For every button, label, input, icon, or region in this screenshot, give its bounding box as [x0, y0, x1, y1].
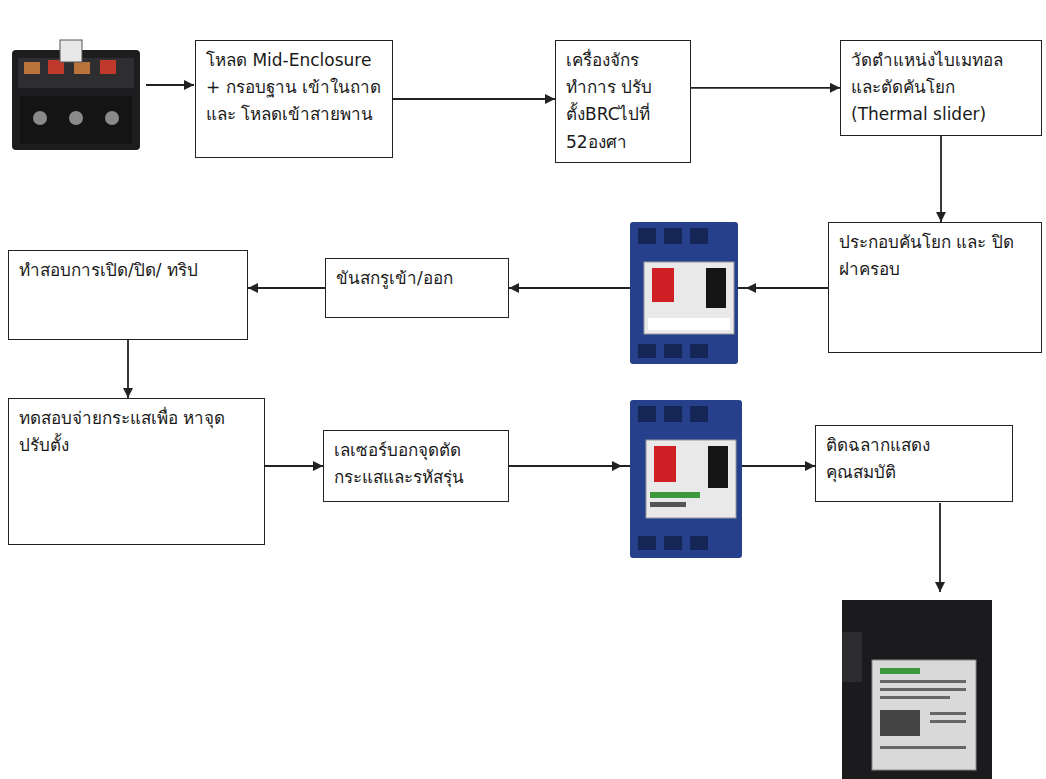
base-photo — [12, 40, 140, 150]
breaker-photo — [630, 222, 738, 364]
process-box: โหลด Mid-Enclosure + กรอบฐาน เข้าในถาดแล… — [195, 40, 393, 158]
process-box: เลเซอร์บอกจุดตัด กระแสและรหัสรุ่น — [323, 430, 509, 502]
flow-arrow — [746, 287, 790, 289]
breaker-photo — [630, 400, 742, 558]
flow-arrow — [691, 87, 840, 89]
step-text: ขันสกรูเข้า/ออก — [336, 265, 498, 292]
step-text: ประกอบคันโยก และ ปิดฝาครอบ — [839, 229, 1031, 283]
process-box: ประกอบคันโยก และ ปิดฝาครอบ — [828, 222, 1042, 353]
flow-arrow — [248, 287, 325, 289]
process-box: ขันสกรูเข้า/ออก — [325, 258, 509, 318]
step-text: โหลด Mid-Enclosure + กรอบฐาน เข้าในถาดแล… — [206, 47, 382, 129]
step-text: เลเซอร์บอกจุดตัด กระแสและรหัสรุ่น — [334, 437, 498, 491]
flow-arrow — [393, 98, 555, 100]
flow-arrow — [580, 465, 622, 467]
process-box: เครื่องจักรทำการ ปรับตั้งBRCไปที่ 52องศา — [555, 40, 691, 163]
process-box: ทำสอบการเปิด/ปิด/ ทริป — [8, 250, 248, 340]
flow-arrow — [146, 84, 194, 86]
step-text: ทำสอบการเปิด/ปิด/ ทริป — [19, 257, 237, 284]
process-box: ทดสอบจ่ายกระแสเพื่อ หาจุดปรับตั้ง — [8, 398, 265, 545]
step-text: เครื่องจักรทำการ ปรับตั้งBRCไปที่ 52องศา — [566, 47, 680, 156]
flow-arrow — [127, 340, 129, 398]
step-text: วัดตำแหน่งไบเมทอล และตัดคันโยก (Thermal … — [851, 47, 1031, 129]
flow-arrow — [939, 503, 941, 592]
step-text: ทดสอบจ่ายกระแสเพื่อ หาจุดปรับตั้ง — [19, 405, 254, 459]
step-text: ติดฉลากแสดง คุณสมบัติ — [826, 432, 1002, 486]
flow-arrow — [265, 465, 323, 467]
process-box: ติดฉลากแสดง คุณสมบัติ — [815, 425, 1013, 502]
flow-arrow — [940, 136, 942, 222]
process-box: วัดตำแหน่งไบเมทอล และตัดคันโยก (Thermal … — [840, 40, 1042, 136]
product-photo — [842, 600, 992, 779]
